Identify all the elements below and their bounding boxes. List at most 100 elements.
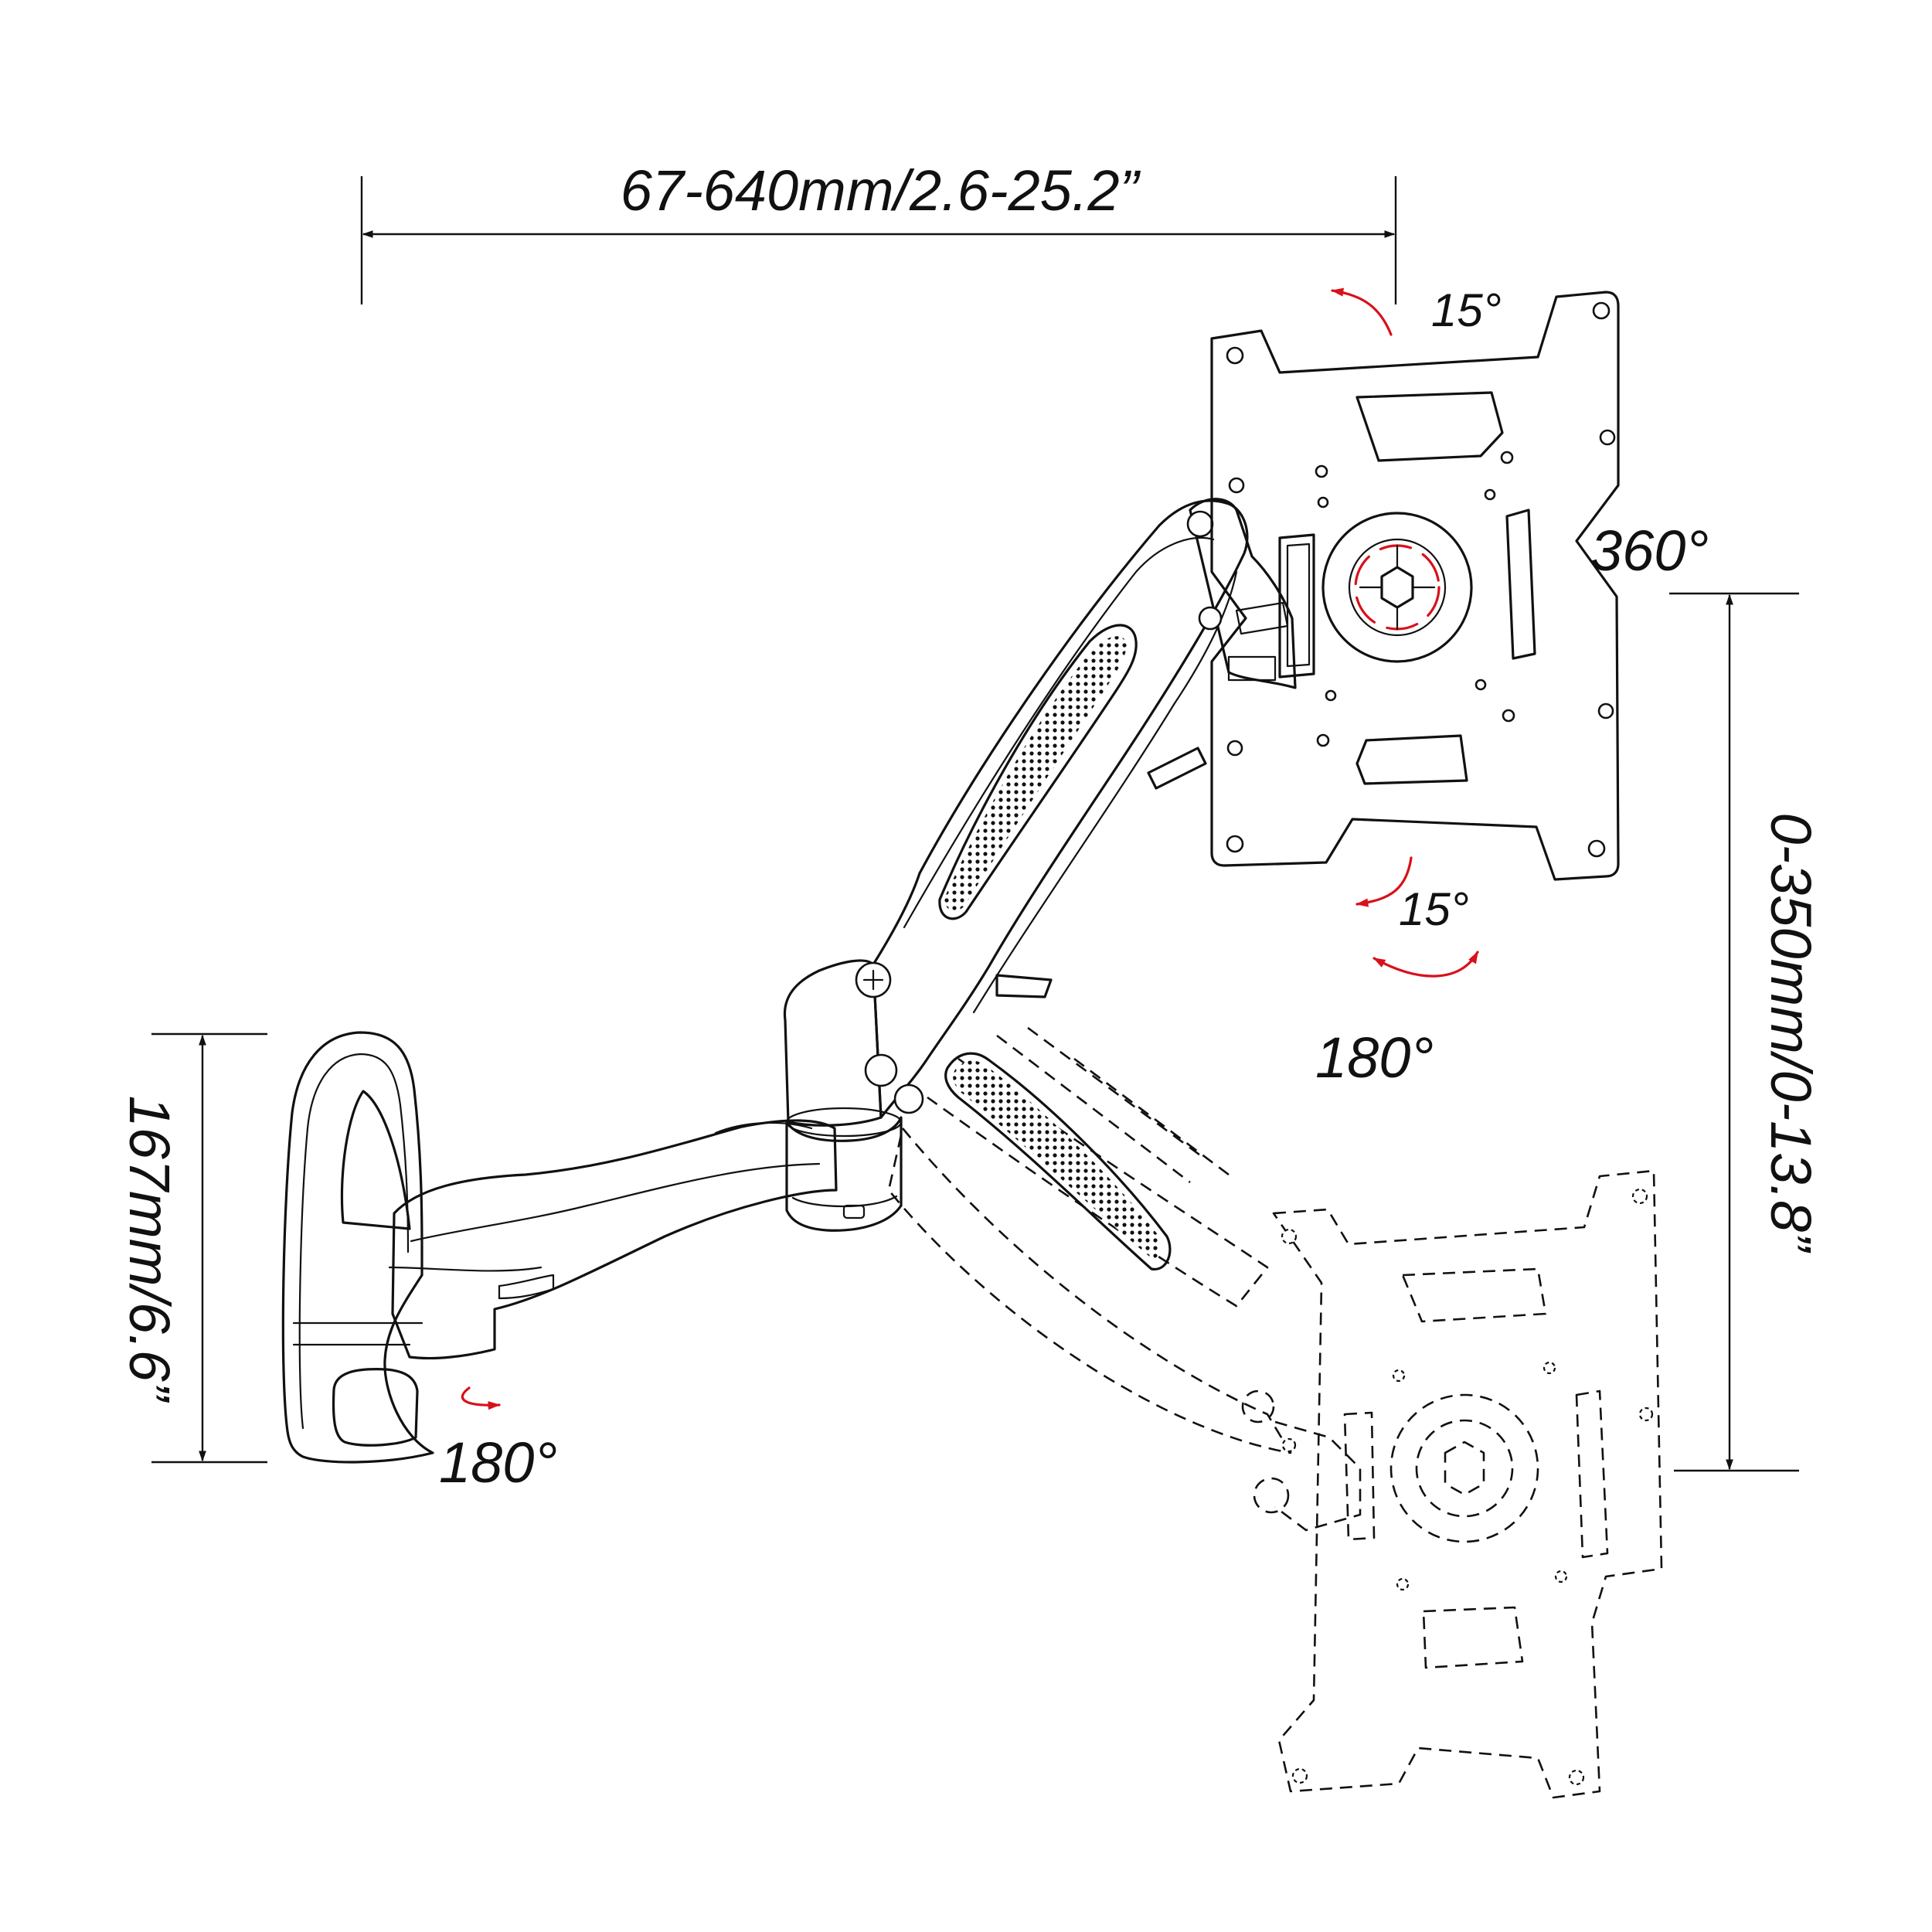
tilt-head-link-lower — [1227, 655, 1277, 682]
wall-plate-lower-slot — [332, 1368, 419, 1447]
vesa-hole — [1325, 689, 1337, 702]
tilt-top-label: 15° — [1431, 284, 1502, 336]
ghost-arm-hatch — [996, 1026, 1230, 1184]
motion-arrows — [461, 287, 1479, 1410]
ghost-hole — [1396, 1577, 1410, 1591]
tilt-head-top-screw — [1186, 510, 1214, 538]
upper-arm — [855, 499, 1249, 1270]
ghost-plate-outline — [1272, 1169, 1663, 1799]
elbow-cylinder-top — [785, 1107, 903, 1138]
lowered-position-ghost — [887, 1026, 1663, 1799]
wall-plate-upper-slot — [340, 1090, 411, 1230]
vesa-plate-outline — [1210, 291, 1620, 881]
wall-plate-height-label: 167mm/6.6” — [117, 1096, 182, 1403]
elbow-pivot-cross — [862, 969, 884, 991]
vesa-hole-corner — [1592, 301, 1611, 320]
ghost-hub-outer — [1389, 1393, 1539, 1543]
ghost-plate-slot-right — [1575, 1389, 1609, 1559]
reach-dimension: 67-640mm/2.6-25.2” — [360, 158, 1397, 304]
ghost-hole — [1281, 1228, 1298, 1245]
lower-arm-top-line — [714, 1121, 813, 1134]
tilt-bottom-label: 15° — [1399, 883, 1469, 935]
swivel-head-label: 180° — [1315, 1026, 1434, 1090]
vesa-hole — [1226, 740, 1243, 757]
rotation-hub-ring — [1348, 538, 1447, 637]
tilt-bracket — [1278, 533, 1315, 679]
lower-mesh-strip-frame — [944, 1052, 1172, 1270]
elbow-housing — [783, 959, 883, 1127]
elbow-joint — [783, 959, 903, 1232]
elbow-pivot-lower — [864, 1053, 898, 1087]
swivel-base-label: 180° — [439, 1430, 557, 1495]
vesa-slot-right — [1505, 509, 1536, 660]
elbow-cylinder-band — [791, 1195, 898, 1208]
rotation-hub-spokes — [1359, 544, 1436, 631]
elbow-pivot-spring — [893, 1083, 924, 1114]
vesa-hole — [1502, 709, 1515, 723]
ghost-tilt-head — [1274, 1420, 1362, 1532]
tilt-down-arrow — [1355, 856, 1413, 907]
elbow-cylinder — [785, 1116, 903, 1232]
lower-arm-crease — [410, 1162, 821, 1243]
lower-arm-notch — [498, 1274, 555, 1300]
vesa-hole-corner — [1587, 839, 1606, 858]
rotation-hub-hex — [1380, 566, 1414, 609]
ghost-arm-lower — [927, 1057, 1269, 1308]
lower-mesh-strip — [953, 1060, 1162, 1259]
vesa-slot-bottom — [1355, 734, 1468, 785]
tilt-bracket-inner — [1286, 543, 1311, 668]
ghost-plate-slot-top — [1401, 1267, 1547, 1323]
vesa-hole — [1599, 429, 1616, 446]
ghost-hole — [1291, 1767, 1308, 1784]
height-dimension: 0-350mm/0-13.8” — [1669, 592, 1823, 1472]
ghost-hub-inner — [1415, 1419, 1514, 1518]
vesa-hole — [1317, 496, 1329, 509]
upper-arm-mesh — [944, 636, 1127, 911]
upper-arm-clip — [995, 974, 1053, 998]
vesa-hole-corner — [1226, 835, 1244, 853]
lower-arm — [388, 1119, 838, 1360]
vesa-plate — [1210, 291, 1620, 881]
ghost-pivot-upper — [1241, 1389, 1275, 1423]
ghost-hole — [1631, 1188, 1648, 1205]
wall-plate-inner-edge — [298, 1053, 410, 1430]
swivel-head-arrow — [1372, 951, 1479, 978]
ghost-plate-slot-left — [1343, 1411, 1376, 1541]
wall-plate-body — [281, 1031, 434, 1464]
swivel-base-arrow — [461, 1386, 501, 1410]
vesa-hole — [1500, 451, 1514, 464]
wall-plate-seams — [292, 1321, 423, 1346]
upper-arm-top-edge — [903, 536, 1215, 929]
reach-label: 67-640mm/2.6-25.2” — [621, 158, 1141, 223]
upper-arm-grip — [938, 624, 1138, 920]
wall-plate-dimension: 167mm/6.6” — [117, 1032, 267, 1464]
height-adjust-label: 0-350mm/0-13.8” — [1759, 812, 1823, 1253]
vesa-hole — [1315, 464, 1328, 478]
ghost-hole — [1392, 1369, 1406, 1383]
ghost-hole — [1638, 1406, 1654, 1422]
vesa-slot-top — [1355, 391, 1504, 462]
ghost-hole — [1554, 1570, 1568, 1583]
upper-arm-shell — [872, 499, 1249, 1119]
ghost-hub-hex — [1444, 1440, 1485, 1496]
tilt-head-pivot — [1198, 606, 1223, 631]
ghost-plate-slot-bottom — [1422, 1606, 1524, 1669]
vesa-hole — [1316, 733, 1330, 747]
ghost-hole — [1281, 1437, 1297, 1453]
vesa-hole — [1597, 702, 1614, 719]
ghost-hole — [1568, 1769, 1585, 1786]
vesa-hole — [1228, 477, 1245, 494]
tilt-head — [1186, 498, 1315, 689]
ghost-hole — [1543, 1361, 1556, 1375]
upper-arm-clip-top — [1147, 747, 1207, 790]
tilt-up-arrow — [1331, 287, 1393, 336]
lower-arm-edge — [388, 1266, 543, 1272]
wall-plate — [281, 1031, 434, 1464]
elbow-label-tab — [842, 1204, 866, 1219]
lower-arm-body — [391, 1119, 838, 1360]
vesa-hole — [1475, 679, 1487, 691]
vesa-hole-corner — [1226, 346, 1244, 365]
ghost-pivot-lower — [1253, 1477, 1290, 1514]
